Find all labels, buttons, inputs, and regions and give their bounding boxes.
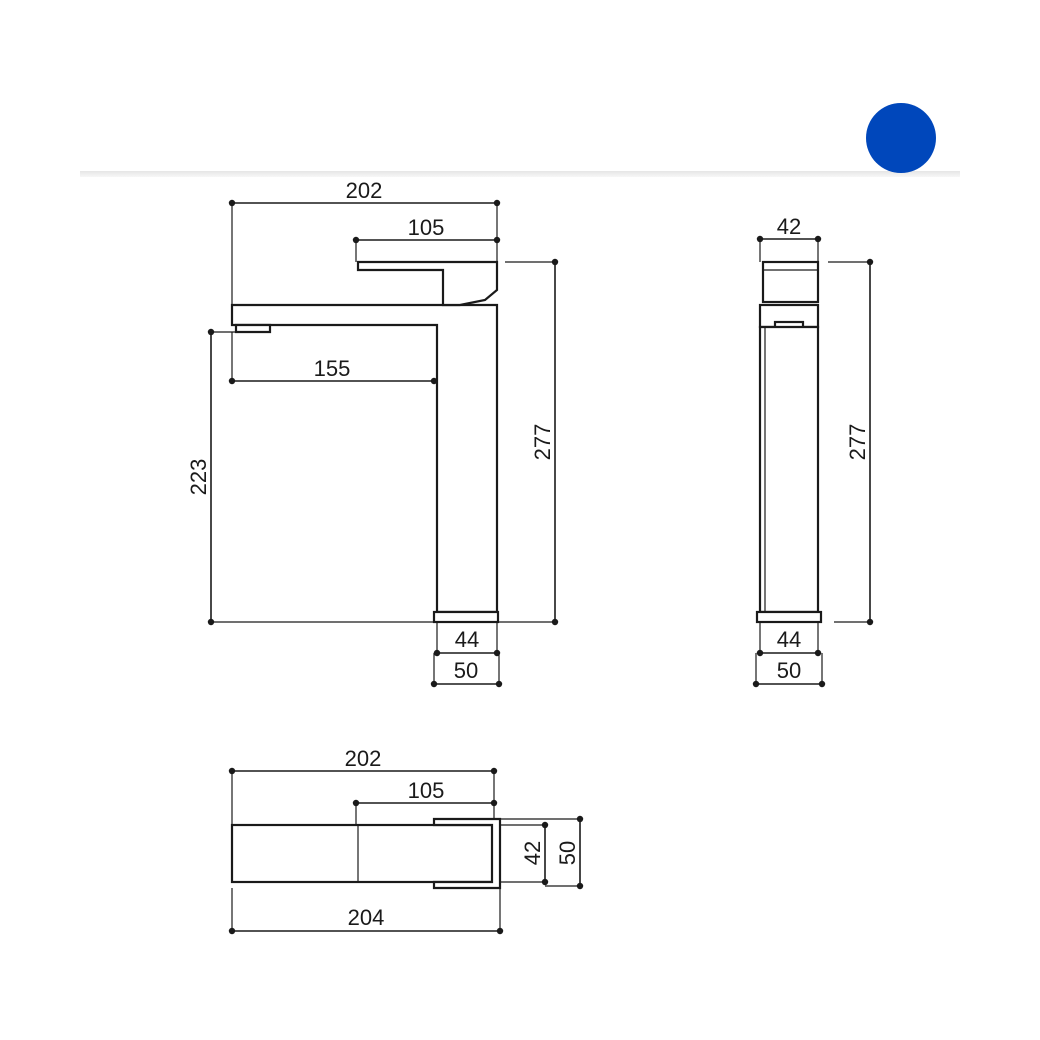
side-label-total-height: 277 — [845, 424, 870, 461]
header-rule — [80, 171, 960, 177]
top-dim-base-depth: 50 — [500, 815, 584, 890]
front-dim-spout-height: 223 — [186, 328, 434, 626]
front-label-body-width: 44 — [455, 627, 479, 652]
front-dim-handle-length: 105 — [352, 215, 501, 262]
top-dim-body-depth: 42 — [500, 821, 549, 886]
top-label-total-length: 204 — [348, 905, 385, 930]
brand-logo-dot — [866, 103, 936, 173]
side-dim-base-width: 50 — [752, 653, 826, 688]
top-view-faucet-outline — [230, 817, 502, 890]
top-dim-handle-length: 105 — [352, 778, 498, 825]
front-dim-body-width: 44 — [433, 622, 501, 657]
front-label-base-width: 50 — [454, 658, 478, 683]
front-dim-spout-reach: 155 — [228, 332, 438, 385]
side-label-base-width: 50 — [777, 658, 801, 683]
front-label-handle-length: 105 — [408, 215, 445, 240]
front-label-spout-reach: 155 — [314, 356, 351, 381]
top-view: 202 105 204 42 — [228, 746, 584, 935]
top-label-body-depth: 42 — [520, 841, 545, 865]
front-dim-overall-width: 202 — [228, 178, 501, 305]
front-label-overall-width: 202 — [346, 178, 383, 203]
front-dim-base-width: 50 — [430, 653, 503, 688]
front-dim-total-height: 277 — [498, 258, 559, 626]
side-dim-body-width: 44 — [756, 622, 822, 657]
top-dim-total-length: 204 — [228, 888, 504, 935]
side-view: 42 277 44 50 — [752, 214, 874, 688]
side-label-body-width: 44 — [777, 627, 801, 652]
side-view-faucet-outline — [755, 260, 823, 624]
front-view-faucet-outline — [230, 260, 500, 624]
top-label-base-depth: 50 — [555, 841, 580, 865]
side-dim-total-height: 277 — [828, 258, 874, 626]
top-dim-overall-width: 202 — [228, 746, 498, 825]
side-label-top-width: 42 — [777, 214, 801, 239]
top-label-overall-width: 202 — [345, 746, 382, 771]
top-label-handle-length: 105 — [408, 778, 445, 803]
front-view: 202 105 155 223 — [186, 178, 559, 688]
front-label-spout-height: 223 — [186, 459, 211, 496]
side-dim-top-width: 42 — [756, 214, 822, 262]
front-label-total-height: 277 — [530, 424, 555, 461]
